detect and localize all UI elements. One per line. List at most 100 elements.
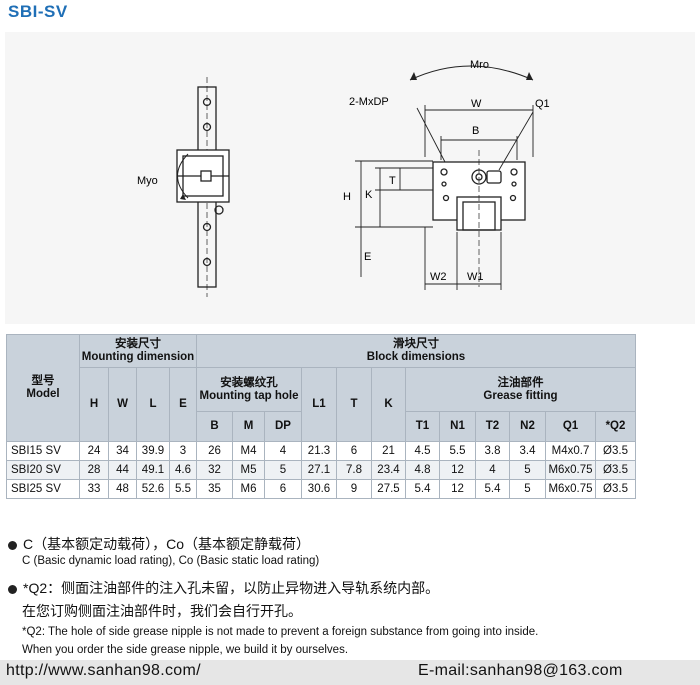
cell-l1: 21.3 [301, 441, 337, 461]
header-model-en: Model [26, 388, 60, 400]
cell-dp: 6 [264, 479, 302, 499]
cell-l1: 30.6 [301, 479, 337, 499]
cell-e: 3 [169, 441, 197, 461]
cell-l: 39.9 [136, 441, 170, 461]
header-n1: N1 [439, 411, 476, 442]
header-mounting-zh: 安装尺寸 [115, 338, 161, 350]
cell-e: 4.6 [169, 460, 197, 480]
header-model-zh: 型号 [31, 375, 55, 387]
header-m: M [232, 411, 265, 442]
cell-t1: 4.5 [405, 441, 440, 461]
header-e: E [169, 367, 197, 442]
cell-dp: 4 [264, 441, 302, 461]
header-t2: T2 [475, 411, 510, 442]
header-mounting: 安装尺寸 Mounting dimension [79, 334, 197, 368]
cell-model: SBI25 SV [6, 479, 80, 499]
label-h: H [343, 191, 351, 203]
cell-n1: 5.5 [439, 441, 476, 461]
cell-t1: 4.8 [405, 460, 440, 480]
header-w: W [108, 367, 137, 442]
cell-w: 44 [108, 460, 137, 480]
cell-m: M4 [232, 441, 265, 461]
label-mro: Mro [470, 59, 489, 71]
cell-l1: 27.1 [301, 460, 337, 480]
technical-drawing: Myo [5, 32, 695, 324]
cell-n1: 12 [439, 460, 476, 480]
header-grease-zh: 注油部件 [497, 376, 544, 389]
cell-q2: Ø3.5 [595, 479, 636, 499]
header-t: T [336, 367, 372, 442]
header-grease-en: Grease fitting [483, 389, 558, 402]
cell-t: 9 [336, 479, 372, 499]
cell-k: 27.5 [371, 479, 406, 499]
cell-h: 28 [79, 460, 109, 480]
cell-q1: M6x0.75 [545, 479, 596, 499]
cell-t2: 4 [475, 460, 510, 480]
cell-q2: Ø3.5 [595, 441, 636, 461]
cell-n2: 3.4 [509, 441, 546, 461]
front-view [355, 65, 534, 290]
label-w2: W2 [430, 271, 447, 283]
header-n2: N2 [509, 411, 546, 442]
cell-t: 6 [336, 441, 372, 461]
spec-table: 型号 Model 安装尺寸 Mounting dimension 滑块尺寸 Bl… [6, 334, 636, 499]
header-h: H [79, 367, 109, 442]
cell-t2: 5.4 [475, 479, 510, 499]
header-l1: L1 [301, 367, 337, 442]
cell-l: 49.1 [136, 460, 170, 480]
header-block-zh: 滑块尺寸 [393, 338, 439, 350]
header-t1: T1 [405, 411, 440, 442]
label-w1: W1 [467, 271, 484, 283]
cell-t: 7.8 [336, 460, 372, 480]
footer-url[interactable]: http://www.sanhan98.com/ [6, 662, 201, 679]
note-q2-zh-1-text: *Q2：侧面注油部件的注入孔未留，以防止异物进入导轨系统内部。 [23, 580, 440, 596]
note-load-zh: C（基本额定动载荷），Co（基本额定静载荷） [8, 534, 310, 554]
cell-w: 34 [108, 441, 137, 461]
cell-n2: 5 [509, 479, 546, 499]
cell-n2: 5 [509, 460, 546, 480]
label-q1: Q1 [535, 98, 550, 110]
label-myo: Myo [137, 175, 158, 187]
note-q2-en-1: *Q2: The hole of side grease nipple is n… [22, 626, 539, 638]
cell-t2: 3.8 [475, 441, 510, 461]
label-b: B [472, 125, 479, 137]
header-tap-en: Mounting tap hole [199, 389, 299, 402]
table-row: SBI15 SV 24 34 39.9 3 26 M4 4 21.3 6 21 … [6, 441, 636, 461]
cell-q2: Ø3.5 [595, 460, 636, 480]
header-tap-hole: 安装螺纹孔 Mounting tap hole [196, 367, 302, 412]
cell-w: 48 [108, 479, 137, 499]
table-row: SBI20 SV 28 44 49.1 4.6 32 M5 5 27.1 7.8… [6, 460, 636, 480]
header-tap-zh: 安装螺纹孔 [220, 376, 278, 389]
bullet-icon [8, 584, 17, 594]
cell-b: 26 [196, 441, 233, 461]
footer-email[interactable]: E-mail:sanhan98@163.com [418, 662, 623, 679]
note-q2-en-2: When you order the side grease nipple, w… [22, 644, 349, 656]
note-load-zh-text: C（基本额定动载荷），Co（基本额定静载荷） [23, 536, 311, 552]
label-w: W [471, 98, 482, 110]
header-block-en: Block dimensions [366, 351, 466, 363]
header-dp: DP [264, 411, 302, 442]
cell-h: 24 [79, 441, 109, 461]
cell-m: M6 [232, 479, 265, 499]
cell-t1: 5.4 [405, 479, 440, 499]
cell-e: 5.5 [169, 479, 197, 499]
label-e: E [364, 251, 371, 263]
side-view [176, 77, 230, 297]
cell-b: 35 [196, 479, 233, 499]
header-q2: *Q2 [595, 411, 636, 442]
cell-h: 33 [79, 479, 109, 499]
header-q1: Q1 [545, 411, 596, 442]
cell-k: 23.4 [371, 460, 406, 480]
table-row: SBI25 SV 33 48 52.6 5.5 35 M6 6 30.6 9 2… [6, 479, 636, 499]
cell-q1: M4x0.7 [545, 441, 596, 461]
cell-b: 32 [196, 460, 233, 480]
cell-n1: 12 [439, 479, 476, 499]
label-t: T [389, 175, 396, 187]
page-title: SBI-SV [8, 2, 68, 21]
label-mxdp: 2-MxDP [349, 96, 389, 108]
cell-l: 52.6 [136, 479, 170, 499]
footer-bar: http://www.sanhan98.com/ E-mail:sanhan98… [0, 660, 700, 685]
note-load-en: C (Basic dynamic load rating), Co (Basic… [22, 555, 320, 567]
bullet-icon [8, 540, 17, 550]
cell-model: SBI15 SV [6, 441, 80, 461]
